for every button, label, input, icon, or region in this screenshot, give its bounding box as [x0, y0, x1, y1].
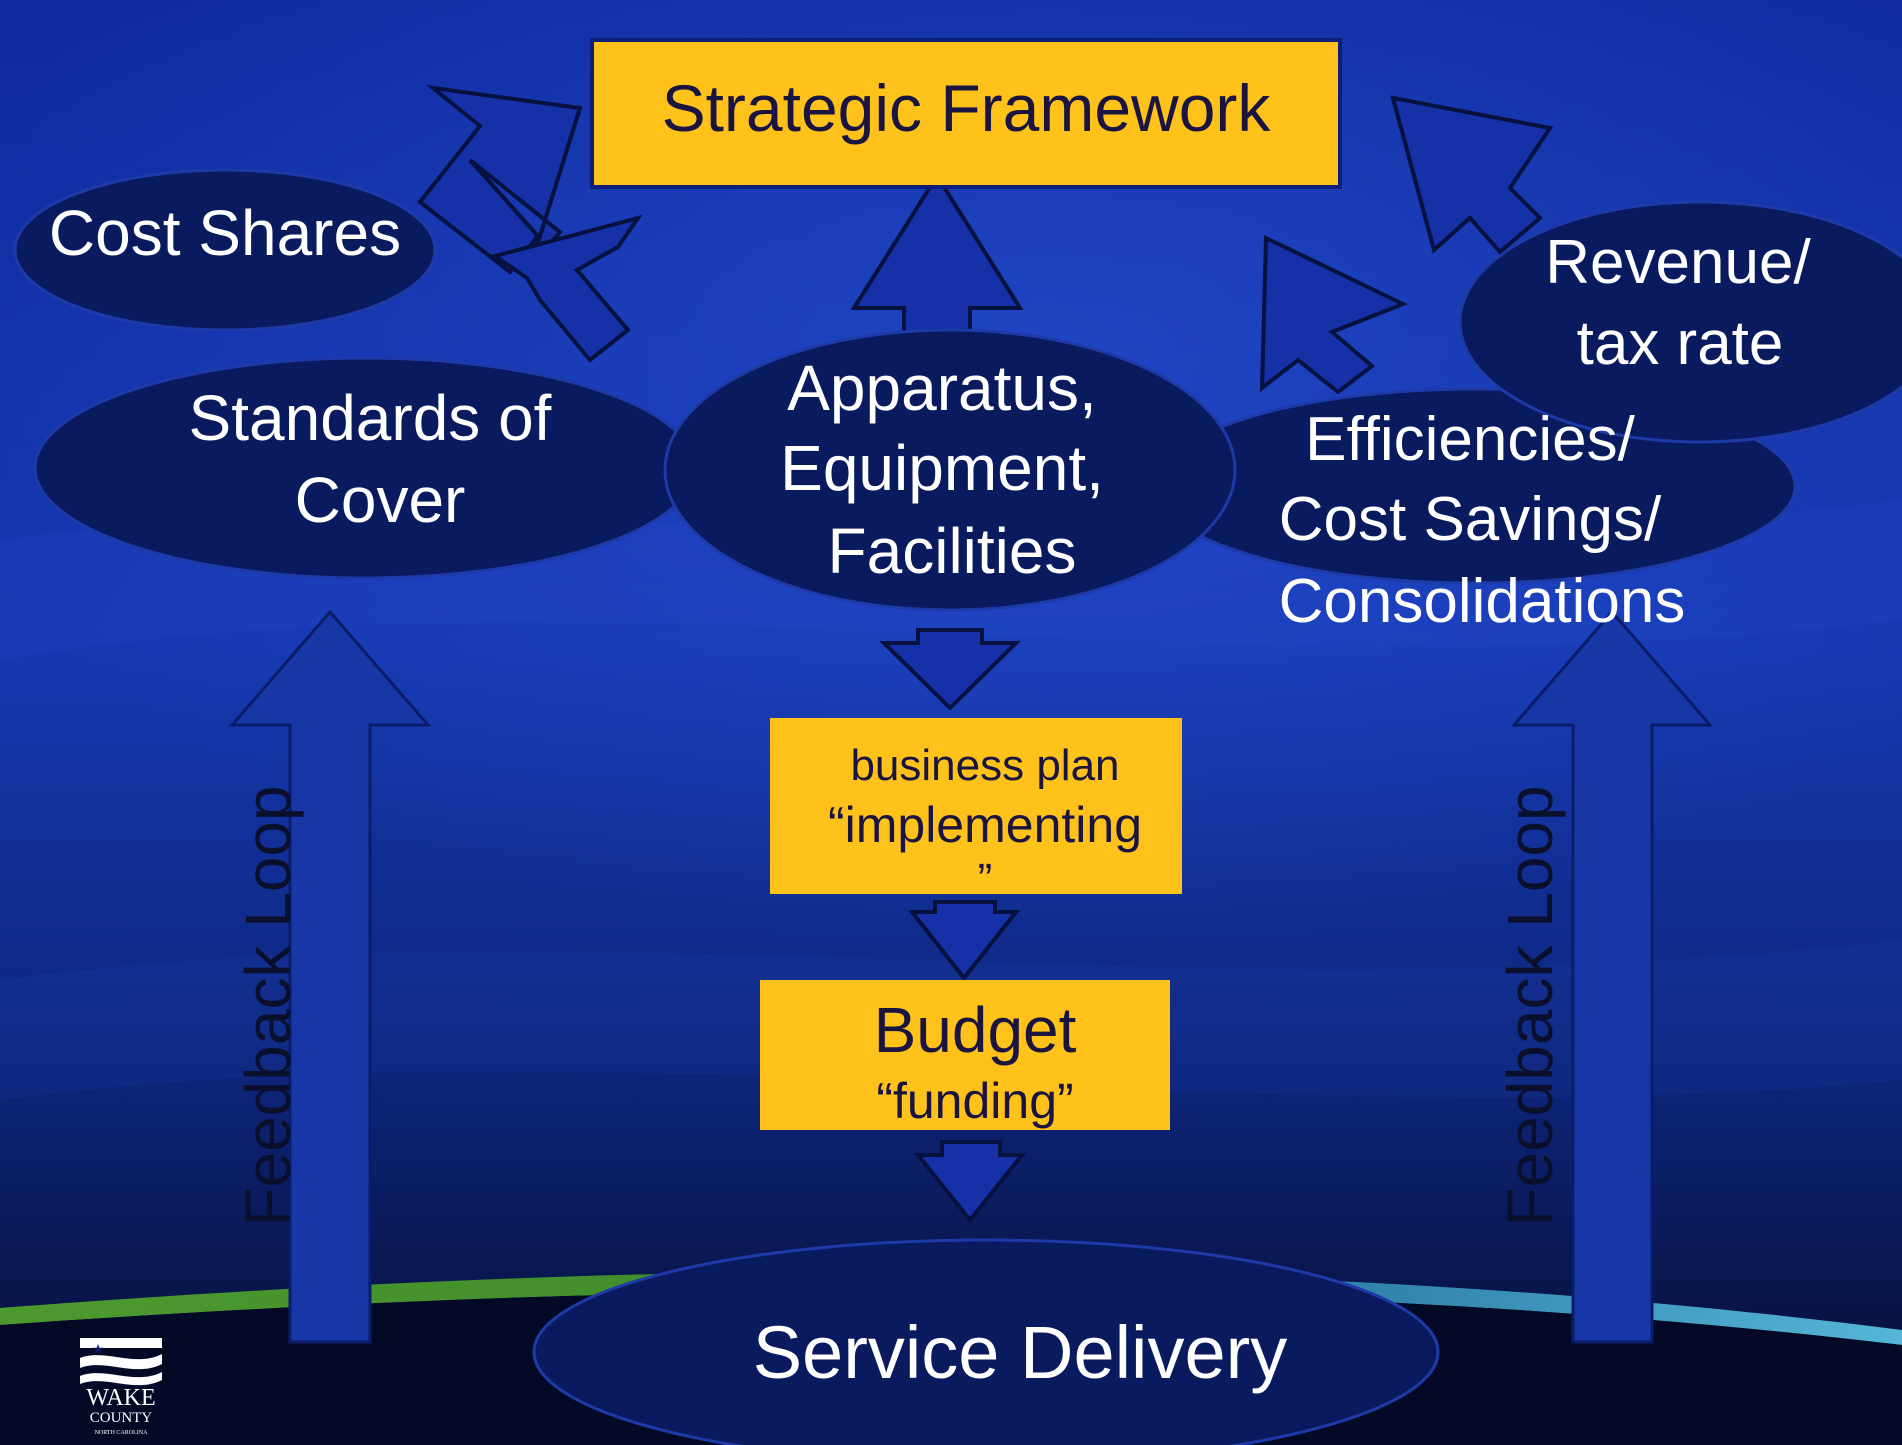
business-plan-label-line3: ” — [978, 855, 993, 904]
feedback-arrow-left — [228, 609, 432, 1344]
strategic-framework-box — [590, 38, 1342, 189]
efficiencies-label-line1: Efficiencies/ — [1305, 405, 1635, 474]
arrow-revenue-to-framework — [1390, 95, 1554, 255]
apparatus-label-line1: Apparatus, — [787, 352, 1097, 424]
business-plan-label-line1: business plan — [850, 741, 1119, 790]
arrow-standards-to-framework — [490, 214, 643, 363]
budget-label-line2: “funding” — [876, 1073, 1073, 1129]
standards-of-cover-label-line2: Cover — [295, 464, 466, 536]
wake-county-logo: ★ WAKE COUNTY NORTH CAROLINA — [80, 1338, 162, 1436]
budget-label-line1: Budget — [874, 994, 1077, 1066]
logo-state-text: NORTH CAROLINA — [95, 1430, 148, 1436]
cost-shares-ellipse — [13, 168, 437, 332]
apparatus-label-line3: Facilities — [828, 515, 1077, 587]
business-plan-label-line2: “implementing — [828, 797, 1142, 853]
apparatus-ellipse — [663, 328, 1237, 612]
arrow-budget-to-service-delivery — [913, 1140, 1027, 1224]
revenue-label-line1: Revenue/ — [1545, 228, 1811, 297]
revenue-label-line2: tax rate — [1577, 309, 1784, 378]
feedback-loop-label-right: Feedback Loop — [1494, 785, 1566, 1226]
logo-wake-text: WAKE — [86, 1385, 155, 1411]
arrow-business-plan-to-budget — [907, 900, 1021, 982]
efficiencies-label-line3: Consolidations — [1279, 567, 1686, 636]
strategic-framework-label: Strategic Framework — [662, 71, 1272, 145]
service-delivery-label: Service Delivery — [753, 1311, 1288, 1394]
service-delivery-ellipse — [532, 1238, 1440, 1445]
budget-box — [760, 980, 1170, 1130]
arrow-efficiencies-to-framework — [1259, 234, 1408, 395]
feedback-arrow-right — [1510, 609, 1714, 1344]
cost-shares-label: Cost Shares — [49, 197, 401, 269]
revenue-ellipse — [1458, 200, 1902, 444]
standards-of-cover-label-line1: Standards of — [189, 382, 552, 454]
feedback-loop-label-left: Feedback Loop — [232, 785, 304, 1226]
ground-arc — [0, 1270, 1902, 1345]
efficiencies-label-line2: Cost Savings/ — [1279, 485, 1662, 554]
arrow-apparatus-to-business-plan — [879, 628, 1021, 711]
business-plan-box — [770, 718, 1182, 894]
logo-star-icon: ★ — [92, 1342, 105, 1358]
logo-county-text: COUNTY — [90, 1410, 153, 1426]
apparatus-label-line2: Equipment, — [780, 432, 1104, 504]
